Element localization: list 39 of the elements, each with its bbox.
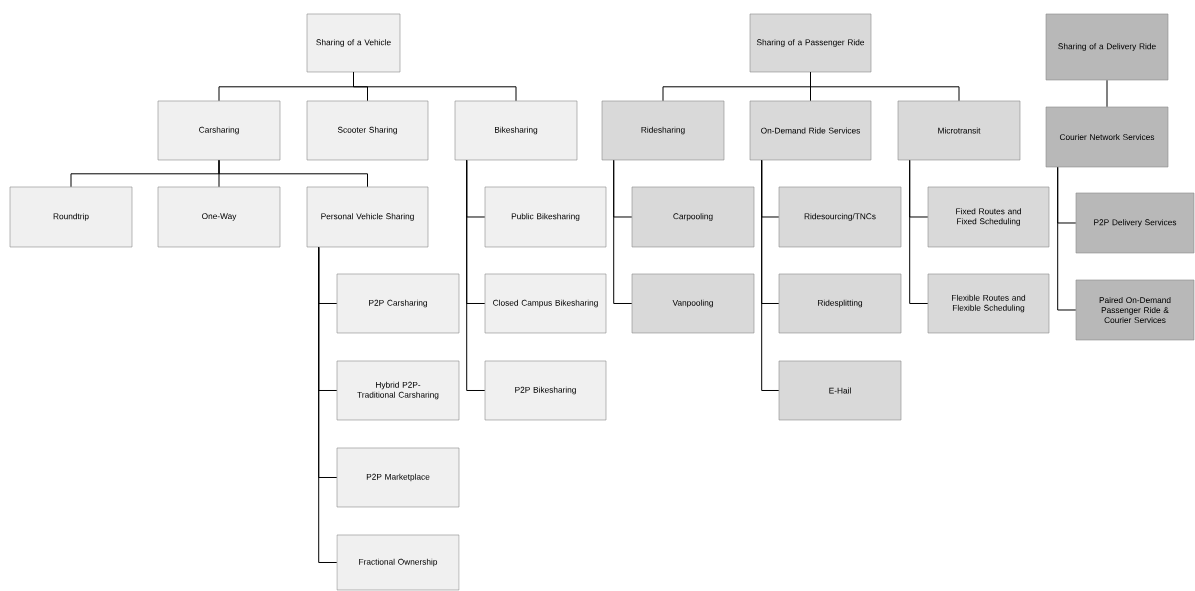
category-box: Carsharing bbox=[157, 100, 281, 161]
category-box: Bikesharing bbox=[454, 100, 578, 161]
category-box: One-Way bbox=[157, 186, 281, 248]
category-box: Public Bikesharing bbox=[484, 186, 607, 248]
category-box: Microtransit bbox=[897, 100, 1021, 161]
connector bbox=[613, 159, 633, 304]
category-box: Paired On-Demand Passenger Ride & Courier Services bbox=[1075, 279, 1195, 341]
connector bbox=[466, 159, 486, 391]
category-box: Scooter Sharing bbox=[306, 100, 429, 161]
category-box: Carpooling bbox=[631, 186, 755, 248]
connector bbox=[810, 71, 960, 102]
category-box: Sharing of a Passenger Ride bbox=[749, 13, 872, 73]
category-box: Courier Network Services bbox=[1045, 106, 1169, 168]
category-box: Closed Campus Bikesharing bbox=[484, 273, 607, 334]
category-box: Sharing of a Delivery Ride bbox=[1045, 13, 1169, 81]
category-box: Personal Vehicle Sharing bbox=[306, 186, 429, 248]
connector bbox=[1106, 79, 1108, 108]
category-box: Ridesharing bbox=[601, 100, 725, 161]
connector bbox=[761, 159, 780, 391]
category-box: P2P Delivery Services bbox=[1075, 192, 1195, 254]
category-box: On-Demand Ride Services bbox=[749, 100, 872, 161]
category-box: Roundtrip bbox=[9, 186, 133, 248]
category-box: P2P Bikesharing bbox=[484, 360, 607, 421]
connector bbox=[218, 159, 368, 188]
connector bbox=[353, 71, 517, 102]
category-box: Fractional Ownership bbox=[336, 534, 460, 591]
category-box: Vanpooling bbox=[631, 273, 755, 334]
category-box: E-Hail bbox=[778, 360, 902, 421]
category-box: Flexible Routes and Flexible Scheduling bbox=[927, 273, 1050, 334]
connector bbox=[1057, 166, 1077, 311]
connector bbox=[318, 246, 338, 563]
category-box: Hybrid P2P-Traditional Carsharing bbox=[336, 360, 460, 421]
category-box: Ridesplitting bbox=[778, 273, 902, 334]
category-box: Fixed Routes and Fixed Scheduling bbox=[927, 186, 1050, 248]
category-box: P2P Marketplace bbox=[336, 447, 460, 508]
category-box: Ridesourcing/TNCs bbox=[778, 186, 902, 248]
category-box: Sharing of a Vehicle bbox=[306, 13, 401, 73]
category-box: P2P Carsharing bbox=[336, 273, 460, 334]
connector bbox=[909, 159, 929, 304]
